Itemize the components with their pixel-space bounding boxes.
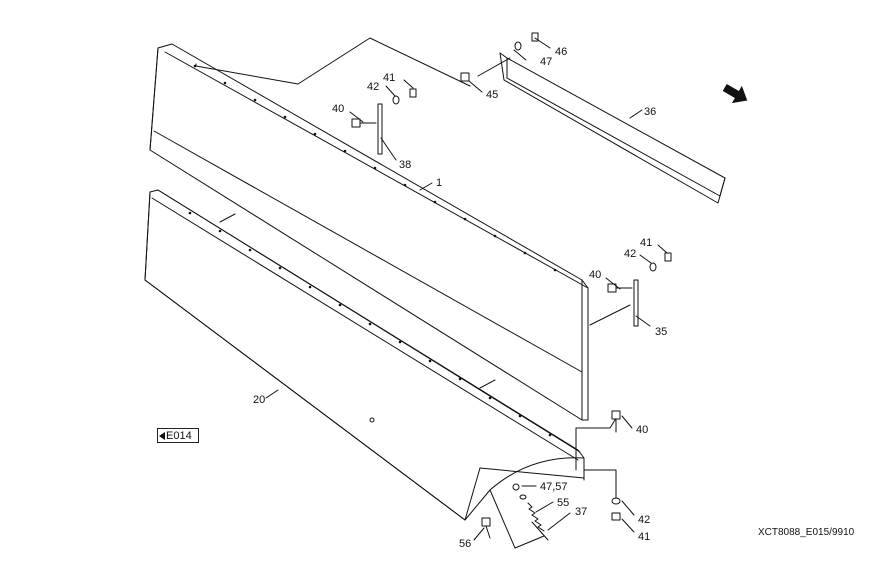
callout-40-lower: 40 <box>636 424 648 436</box>
spring-assembly <box>481 483 549 541</box>
callout-42-lower: 42 <box>638 514 650 526</box>
callout-20: 20 <box>253 394 265 406</box>
callout-40-top: 40 <box>332 103 344 115</box>
callout-37: 37 <box>575 506 587 518</box>
callout-38: 38 <box>399 159 411 171</box>
drawing-code: XCT8088_E015/9910 <box>758 527 855 538</box>
hardware-right <box>607 252 672 327</box>
callout-47: 47 <box>540 56 552 68</box>
callout-36: 36 <box>644 106 656 118</box>
callout-41-right: 41 <box>640 237 652 249</box>
callout-47-57: 47,57 <box>540 481 568 493</box>
callout-42-top: 42 <box>367 81 379 93</box>
callout-45: 45 <box>486 89 498 101</box>
upper-panel <box>149 43 589 421</box>
hardware-top-left <box>351 88 417 155</box>
callout-40-right: 40 <box>589 269 601 281</box>
hardware-top-right <box>460 32 539 82</box>
callout-42-right: 42 <box>624 248 636 260</box>
callout-55: 55 <box>557 497 569 509</box>
callout-41-top: 41 <box>383 72 395 84</box>
callout-35: 35 <box>655 326 667 338</box>
left-triangle-arrow-icon <box>159 432 165 440</box>
strip-36 <box>499 52 726 204</box>
direction-arrow-icon <box>723 84 748 104</box>
reference-e014-link[interactable]: E014 <box>157 428 199 443</box>
callout-41-lower: 41 <box>638 531 650 543</box>
callout-46: 46 <box>555 46 567 58</box>
lower-panel <box>144 189 585 549</box>
callout-56: 56 <box>459 538 471 550</box>
reference-e014-label: E014 <box>166 430 192 442</box>
callout-1: 1 <box>436 177 442 189</box>
